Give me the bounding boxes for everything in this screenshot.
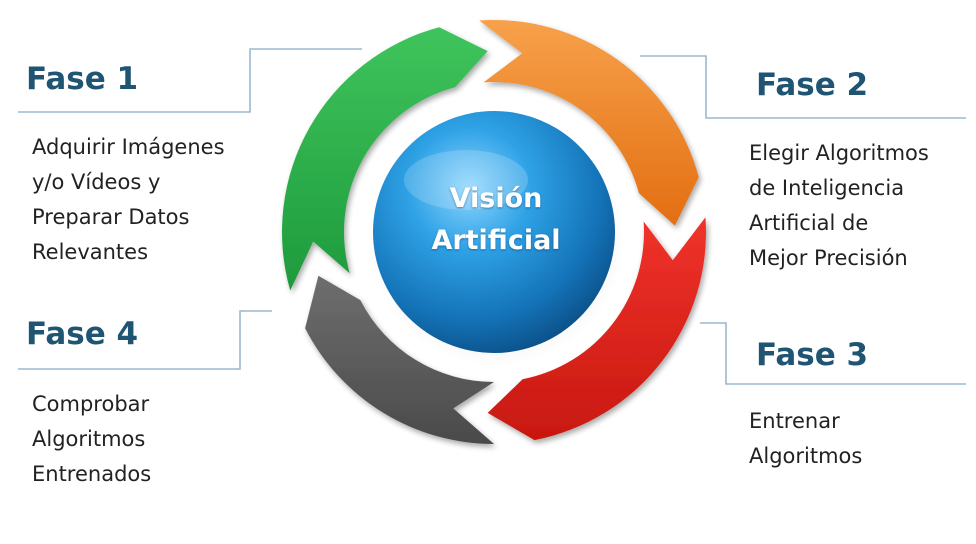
- arrow-fase-2: [479, 20, 699, 226]
- fase-3-title: Fase 3: [756, 337, 869, 373]
- fase-1-title: Fase 1: [26, 61, 139, 97]
- connector-fase-3: [700, 322, 966, 385]
- arrow-fase-1: [281, 27, 488, 291]
- fase-1-line: Adquirir Imágenes: [32, 135, 225, 159]
- fase-1-line: Relevantes: [32, 240, 149, 264]
- connector-fase-2: [640, 55, 966, 119]
- arrow-fase-4: [305, 275, 494, 444]
- fase-1-line: y/o Vídeos y: [32, 170, 161, 194]
- center-label-line-2: Artificial: [431, 225, 561, 256]
- center-label-line-1: Visión: [449, 183, 543, 214]
- connector-fase-1: [18, 48, 362, 113]
- fase-4-title: Fase 4: [26, 316, 139, 352]
- sphere-highlight: [404, 150, 528, 210]
- connector-lines: [18, 48, 966, 385]
- fase-2-description: Elegir Algoritmos de Inteligencia Artifi…: [749, 136, 929, 276]
- fase-4-line: Algoritmos: [32, 427, 146, 451]
- fase-4-line: Comprobar: [32, 392, 150, 416]
- fase-3-line: Entrenar: [749, 409, 840, 433]
- fase-1-description: Adquirir Imágenes y/o Vídeos y Preparar …: [32, 130, 225, 270]
- center-label: Visión Artificial: [398, 178, 594, 262]
- center-sphere: [373, 111, 615, 353]
- fase-1-line: Preparar Datos: [32, 205, 190, 229]
- fase-3-description: Entrenar Algoritmos: [749, 404, 862, 474]
- fase-2-line: Artificial de: [749, 211, 869, 235]
- fase-2-title: Fase 2: [756, 67, 869, 103]
- fase-3-line: Algoritmos: [749, 444, 863, 468]
- fase-2-line: Mejor Precisión: [749, 246, 908, 270]
- fase-4-description: Comprobar Algoritmos Entrenados: [32, 387, 151, 492]
- fase-4-line: Entrenados: [32, 462, 152, 486]
- fase-2-line: Elegir Algoritmos: [749, 141, 929, 165]
- connector-fase-4: [18, 310, 272, 370]
- fase-2-line: de Inteligencia: [749, 176, 905, 200]
- arrow-fase-3: [487, 217, 706, 441]
